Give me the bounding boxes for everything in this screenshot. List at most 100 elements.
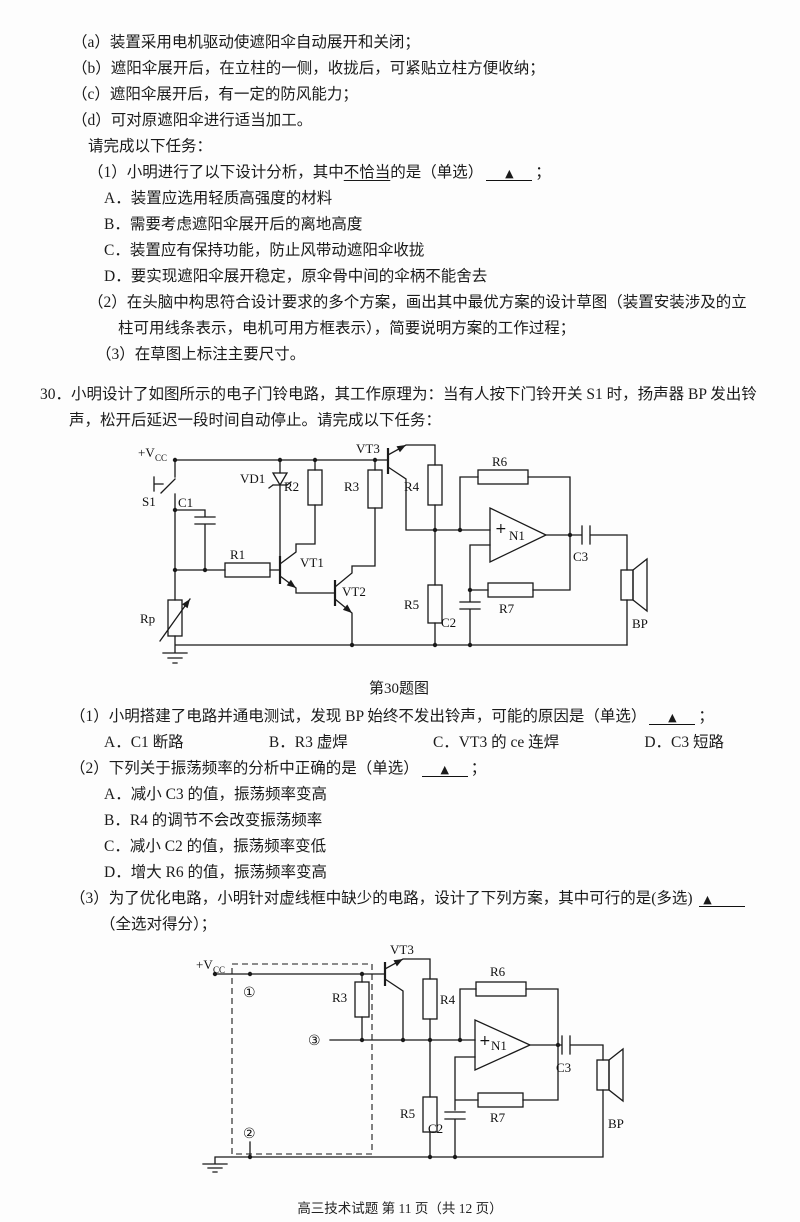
speaker-bp-body	[596, 1059, 610, 1091]
q29-sub1-text-pre: （1）小明进行了以下设计分析，其中	[88, 164, 344, 181]
q29-sub1: （1）小明进行了以下设计分析，其中不恰当的是（单选）▲；	[88, 160, 760, 186]
r7-label: R7	[490, 1110, 506, 1125]
vcc-label: +V	[138, 445, 155, 460]
r3-label: R3	[344, 479, 359, 494]
speaker-bp-cone	[608, 1047, 624, 1103]
r2-label: R2	[284, 479, 299, 494]
vcc-label: +V	[196, 957, 213, 972]
circuit2-labels: +V CC ① ② ③ VT3 R3 R4 R5 R6 R7 + N1 C2 C…	[196, 942, 624, 1142]
circuit2-wires	[202, 958, 604, 1173]
resistor-r5	[422, 1096, 438, 1133]
c3-label: C3	[573, 549, 588, 564]
q30-sub1-option-c: C．VT3 的 ce 连焊	[432, 734, 560, 751]
punct: ；	[535, 164, 551, 181]
circuit2-arrows	[393, 959, 403, 967]
circuit2-junction-dots	[212, 971, 561, 1160]
vd1-label: VD1	[240, 471, 265, 486]
q30-sub2-text: （2）下列关于振荡频率的分析中正确的是（单选）	[70, 760, 419, 777]
opamp-plus-label: +	[495, 521, 507, 537]
r3-label: R3	[332, 990, 347, 1005]
vcc-sub-label: CC	[155, 453, 167, 463]
c1-label: C1	[178, 495, 193, 510]
answer-blank: ▲	[649, 711, 696, 726]
q30-sub1-option-b: B．R3 虚焊	[268, 734, 348, 751]
s1-label: S1	[142, 494, 156, 509]
terminal-2-label: ②	[243, 1126, 256, 1142]
circuit1-junction-dots	[172, 457, 573, 648]
q30-sub1-option-a: A．C1 断路	[104, 734, 184, 751]
vcc-sub-label: CC	[213, 965, 225, 975]
r4-label: R4	[404, 479, 420, 494]
resistor-r3	[354, 981, 370, 1018]
design-requirement-b: （b）遮阳伞展开后，在立柱的一侧，收拢后，可紧贴立柱方便收纳；	[72, 60, 545, 77]
opamp-plus-label: +	[479, 1033, 491, 1049]
q30-sub1-text: （1）小明搭建了电路并通电测试，发现 BP 始终不发出铃声，可能的原因是（单选）	[70, 708, 647, 725]
missing-circuit-dashed-box	[231, 963, 373, 1155]
question-29-block: （a）装置采用电机驱动使遮阳伞自动展开和关闭； （b）遮阳伞展开后，在立柱的一侧…	[40, 30, 760, 368]
q30-sub1-option-d: D．C3 短路	[644, 734, 724, 751]
vt2-label: VT2	[342, 584, 366, 599]
c2-label: C2	[428, 1121, 443, 1136]
speaker-bp-body	[620, 569, 634, 601]
q29-sub1-option-b: B．需要考虑遮阳伞展开后的离地高度	[104, 216, 363, 233]
n1-label: N1	[509, 528, 525, 543]
optimized-circuit-figure: +V CC ① ② ③ VT3 R3 R4 R5 R6 R7 + N1 C2 C…	[190, 942, 760, 1183]
circuit1-arrows	[182, 445, 406, 613]
q30-sub3-text-pre: （3）为了优化电路，小明针对虚线框中缺少的电路，设计了下列方案，其中可行的是(多…	[70, 890, 693, 907]
potentiometer-rp	[167, 599, 183, 637]
resistor-r4	[422, 978, 438, 1020]
design-requirement-c: （c）遮阳伞展开后，有一定的防风能力；	[72, 86, 358, 103]
circuit1-transistor-bars	[278, 448, 390, 606]
q30-sub2-option-b: B．R4 的调节不会改变振荡频率	[104, 812, 323, 829]
q29-sub1-text-post: 的是（单选）	[390, 164, 484, 181]
resistor-r4	[427, 464, 443, 506]
r6-label: R6	[492, 454, 508, 469]
q29-sub2: （2）在头脑中构思符合设计要求的多个方案，画出其中最优方案的设计草图（装置安装涉…	[88, 294, 747, 337]
circuit1-labels: +V CC S1 C1 VD1 R1 VT1 R2 R3 VT3 R4 R6 +…	[138, 441, 648, 631]
r1-label: R1	[230, 547, 245, 562]
circuit1-components	[167, 464, 648, 637]
rp-label: Rp	[140, 611, 155, 626]
resistor-r6	[477, 469, 529, 485]
figure-caption: 第30题图	[368, 681, 429, 697]
resistor-r7	[477, 1092, 524, 1108]
q29-sub1-option-d: D．要实现遮阳伞展开稳定，原伞骨中间的伞柄不能舍去	[104, 268, 488, 285]
q30-sub2-option-c: C．减小 C2 的值，振荡频率变低	[104, 838, 327, 855]
vt3-label: VT3	[356, 441, 380, 456]
terminal-3-label: ③	[308, 1033, 321, 1049]
q30-sub2: （2）下列关于振荡频率的分析中正确的是（单选）▲；	[70, 756, 760, 782]
resistor-r5	[427, 584, 443, 624]
punct: ；	[470, 760, 487, 777]
task-intro: 请完成以下任务：	[88, 138, 213, 155]
optimized-circuit-diagram: +V CC ① ② ③ VT3 R3 R4 R5 R6 R7 + N1 C2 C…	[196, 942, 624, 1173]
q30-sub1: （1）小明搭建了电路并通电测试，发现 BP 始终不发出铃声，可能的原因是（单选）…	[70, 704, 760, 730]
r5-label: R5	[404, 597, 419, 612]
q30-sub2-option-a: A．减小 C3 的值，振荡频率变高	[104, 786, 328, 803]
n1-label: N1	[491, 1038, 507, 1053]
r5-label: R5	[400, 1106, 415, 1121]
r4-label: R4	[440, 992, 456, 1007]
resistor-r2	[307, 469, 323, 506]
resistor-r6	[475, 981, 527, 997]
doorbell-circuit-diagram: +V CC S1 C1 VD1 R1 VT1 R2 R3 VT3 R4 R6 +…	[138, 441, 648, 664]
resistor-r7	[487, 582, 534, 598]
diode-vd1	[271, 472, 289, 487]
q30-intro: 30．小明设计了如图所示的电子门铃电路，其工作原理为：当有人按下门铃开关 S1 …	[40, 386, 757, 429]
q30-sub3: （3）为了优化电路，小明针对虚线框中缺少的电路，设计了下列方案，其中可行的是(多…	[70, 886, 760, 938]
answer-blank: ▲	[699, 893, 746, 908]
answer-blank: ▲	[486, 167, 533, 182]
opamp-n1	[489, 506, 548, 564]
punct: ；	[698, 708, 714, 725]
c2-label: C2	[441, 615, 456, 630]
doorbell-circuit-figure: +V CC S1 C1 VD1 R1 VT1 R2 R3 VT3 R4 R6 +…	[130, 440, 760, 678]
q30-sub1-options: A．C1 断路 B．R3 虚焊 C．VT3 的 ce 连焊 D．C3 短路	[104, 730, 724, 756]
q29-sub1-option-a: A．装置应选用轻质高强度的材料	[104, 190, 333, 207]
r7-label: R7	[499, 601, 515, 616]
terminal-1-label: ①	[243, 985, 256, 1001]
vt3-label: VT3	[390, 942, 414, 957]
q30-sub3-text-post: （全选对得分）；	[100, 916, 217, 933]
bp-label: BP	[608, 1116, 624, 1131]
resistor-r3	[367, 469, 383, 509]
c3-label: C3	[556, 1060, 571, 1075]
r6-label: R6	[490, 964, 506, 979]
